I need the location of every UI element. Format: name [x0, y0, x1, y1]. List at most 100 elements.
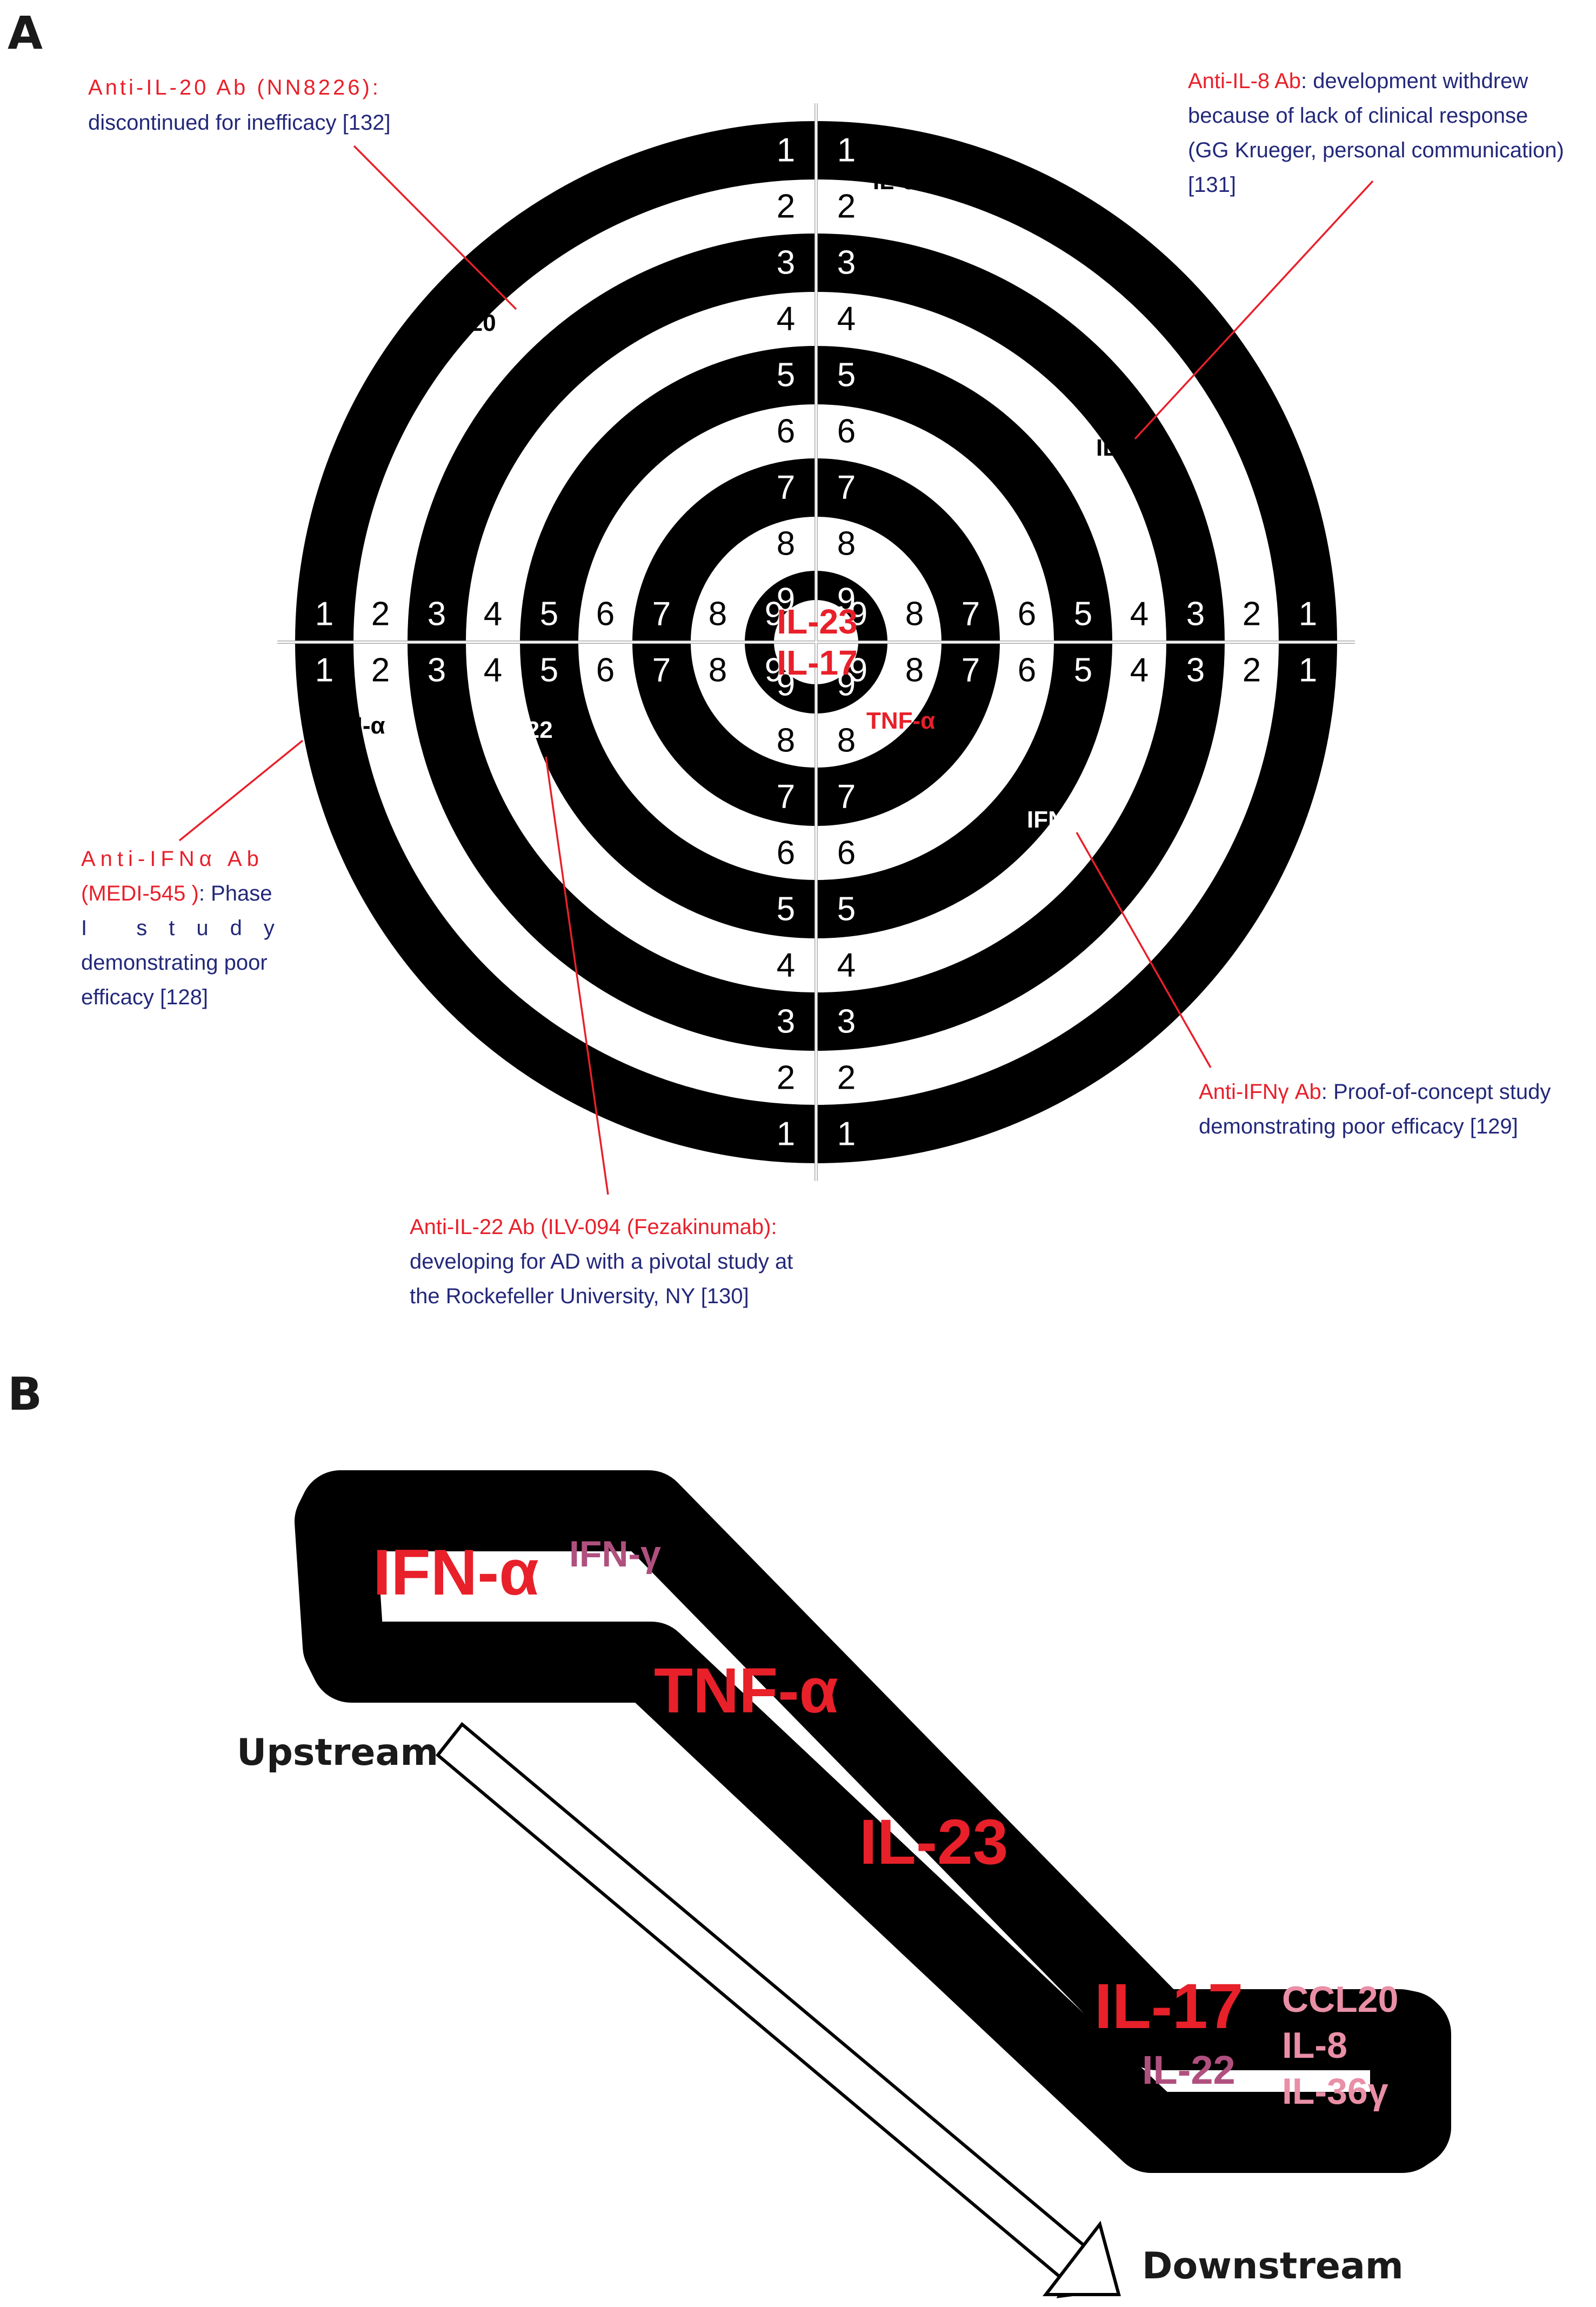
- ring-number-4-top-left: 4: [777, 301, 795, 338]
- ring-number-8-bottom-right: 8: [837, 722, 856, 759]
- ring-number-7-top-left: 7: [777, 469, 795, 506]
- ring-number-2-bottom-left: 2: [777, 1059, 795, 1097]
- annotation-il8: Anti-IL-8 Ab: development withdrew becau…: [1188, 69, 1570, 197]
- downstream-label: Downstream: [1142, 2245, 1404, 2288]
- ring-number-5-left-lower: 5: [540, 652, 558, 689]
- flow-arrow-head: [1042, 2221, 1121, 2296]
- ring-number-6-bottom-left: 6: [777, 835, 795, 872]
- mediator-il8: IL-8: [1282, 2025, 1347, 2066]
- ring-number-7-right-upper: 7: [961, 596, 980, 633]
- cascade-il22: IL-22: [1142, 2048, 1236, 2092]
- ring-number-5-left-upper: 5: [540, 596, 558, 633]
- cascade-il23: IL-23: [859, 1806, 1008, 1878]
- ring-number-3-right-lower: 3: [1186, 652, 1205, 689]
- ring-number-1-right-upper: 1: [1299, 596, 1317, 633]
- leader-line-il20: [353, 145, 517, 310]
- ring-number-9-top-left: 9: [777, 582, 795, 619]
- ring-number-4-right-lower: 4: [1130, 652, 1148, 689]
- annotation-il20: Anti-IL-20 Ab (NN8226): discontinued for…: [88, 76, 391, 135]
- ring-number-1-top-left: 1: [777, 132, 795, 169]
- ring-number-9-right-lower: 9: [849, 652, 867, 689]
- ring-number-4-left-lower: 4: [484, 652, 502, 689]
- ring-number-1-left-lower: 1: [315, 652, 333, 689]
- leader-line-ifng: [1076, 832, 1212, 1068]
- ring-number-5-top-left: 5: [777, 357, 795, 394]
- panel-a-label: A: [8, 6, 43, 59]
- annotation-ifna: Anti-IFNα Ab (MEDI-545 ): Phase I study …: [81, 847, 302, 1009]
- ring-number-4-top-right: 4: [837, 301, 856, 338]
- cascade-ifna: IFN-α: [373, 1536, 539, 1609]
- leader-line-ifna: [178, 739, 304, 842]
- ring-number-6-top-left: 6: [777, 413, 795, 450]
- ring-number-2-top-left: 2: [777, 188, 795, 225]
- target-label-il20: IL-20: [440, 310, 496, 336]
- ring-number-9-top-right: 9: [837, 582, 856, 619]
- ring-number-8-right-upper: 8: [905, 596, 924, 633]
- ring-number-1-left-upper: 1: [315, 596, 333, 633]
- ring-number-7-top-right: 7: [837, 469, 856, 506]
- ring-number-2-top-right: 2: [837, 188, 856, 225]
- ring-number-5-right-upper: 5: [1074, 596, 1092, 633]
- target-label-il8: IL-8: [1096, 435, 1138, 461]
- ring-number-2-right-lower: 2: [1243, 652, 1261, 689]
- annotation-ifng: Anti-IFNγ Ab: Proof-of-concept study dem…: [1199, 1080, 1557, 1138]
- target-label-il6: IL-6: [873, 168, 915, 195]
- ring-number-1-bottom-right: 1: [837, 1116, 856, 1153]
- ring-number-7-left-upper: 7: [652, 596, 671, 633]
- ring-number-5-top-right: 5: [837, 357, 856, 394]
- ring-number-8-bottom-left: 8: [777, 722, 795, 759]
- ring-number-1-right-lower: 1: [1299, 652, 1317, 689]
- ring-number-6-left-upper: 6: [596, 596, 615, 633]
- cascade-band: [295, 1470, 1451, 2173]
- ring-number-9-right-upper: 9: [849, 596, 867, 633]
- ring-number-6-top-right: 6: [837, 413, 856, 450]
- ring-number-8-left-lower: 8: [709, 652, 727, 689]
- center-label-il23: IL-23: [777, 602, 857, 641]
- ring-number-2-right-upper: 2: [1243, 596, 1261, 633]
- ring-number-3-top-right: 3: [837, 244, 856, 282]
- ring-number-2-left-upper: 2: [371, 596, 390, 633]
- ring-number-6-right-upper: 6: [1018, 596, 1036, 633]
- ring-number-6-bottom-right: 6: [837, 835, 856, 872]
- ring-number-7-bottom-left: 7: [777, 778, 795, 816]
- ring-number-9-left-lower: 9: [765, 652, 783, 689]
- ring-number-3-left-upper: 3: [428, 596, 446, 633]
- ring-number-9-bottom-left: 9: [777, 666, 795, 703]
- ring-number-1-top-right: 1: [837, 132, 856, 169]
- ring-number-4-right-upper: 4: [1130, 596, 1148, 633]
- leader-line-il22: [545, 756, 609, 1195]
- target-label-il22: IL-22: [497, 717, 553, 743]
- ring-number-7-left-lower: 7: [652, 652, 671, 689]
- ring-number-7-bottom-right: 7: [837, 778, 856, 816]
- ring-number-9-bottom-right: 9: [837, 666, 856, 703]
- leader-lines: [178, 145, 1374, 1195]
- ring-number-4-bottom-right: 4: [837, 947, 856, 984]
- upstream-label: Upstream: [237, 1731, 438, 1774]
- mediator-il36g: IL-36γ: [1282, 2071, 1388, 2112]
- ring-number-3-bottom-right: 3: [837, 1003, 856, 1041]
- ring-number-7-right-lower: 7: [961, 652, 980, 689]
- target-label-tnfa: TNF-α: [866, 708, 935, 734]
- ring-number-8-right-lower: 8: [905, 652, 924, 689]
- target-label-ifng: IFN-γ: [1027, 806, 1087, 833]
- ring-number-8-top-right: 8: [837, 525, 856, 563]
- ring-number-3-right-upper: 3: [1186, 596, 1205, 633]
- ring-number-5-bottom-right: 5: [837, 891, 856, 928]
- ring-number-4-bottom-left: 4: [777, 947, 795, 984]
- ring-number-3-top-left: 3: [777, 244, 795, 282]
- panel-b-label: B: [8, 1368, 42, 1421]
- cascade-tnfa: TNF-α: [654, 1655, 838, 1726]
- ring-number-5-bottom-left: 5: [777, 891, 795, 928]
- ring-number-1-bottom-left: 1: [777, 1116, 795, 1153]
- leader-line-il8: [1134, 180, 1374, 440]
- cascade-ifng: IFN-γ: [569, 1533, 661, 1575]
- ring-number-5-right-lower: 5: [1074, 652, 1092, 689]
- ring-number-4-left-upper: 4: [484, 596, 502, 633]
- ring-number-6-right-lower: 6: [1018, 652, 1036, 689]
- cascade-il17: IL-17: [1094, 1971, 1243, 2042]
- ring-number-3-left-lower: 3: [428, 652, 446, 689]
- ring-number-8-left-upper: 8: [709, 596, 727, 633]
- ring-number-8-top-left: 8: [777, 525, 795, 563]
